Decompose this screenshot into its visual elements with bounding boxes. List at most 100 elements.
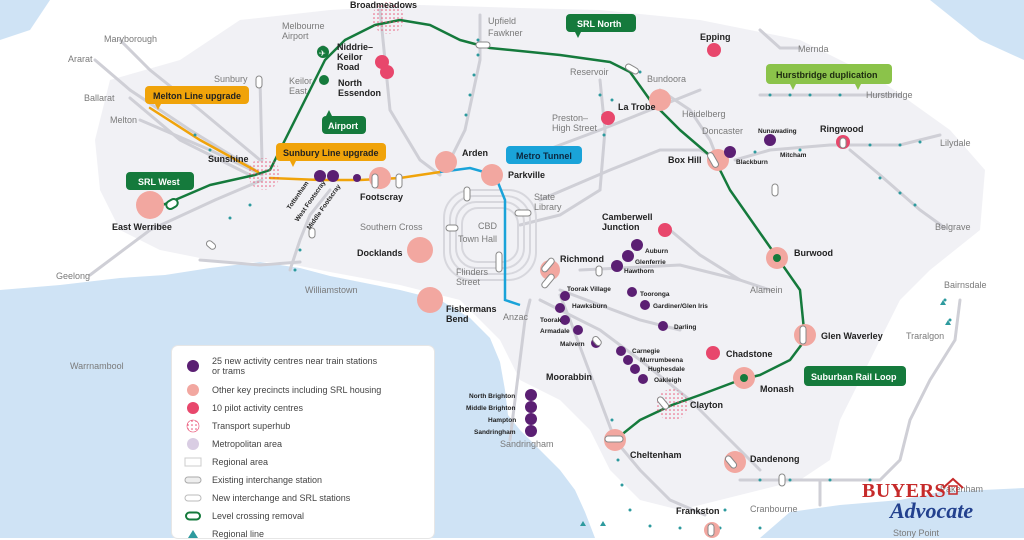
label-preston: Preston–	[552, 113, 588, 123]
label-fishermans-bend: Fishermans	[446, 304, 497, 314]
activity-centre-dot-icon	[187, 360, 199, 372]
tag-srl-west: SRL West	[126, 172, 194, 190]
coast-right	[930, 0, 1024, 60]
label-docklands: Docklands	[357, 248, 403, 258]
srl-station-north-essendon	[319, 75, 329, 85]
label-williamstown: Williamstown	[305, 285, 358, 295]
label-la-trobe: La Trobe	[618, 102, 656, 112]
label-toorak-village: Toorak Village	[567, 286, 611, 293]
svg-text:Airport: Airport	[282, 31, 309, 41]
tag-sunbury-upgrade: Sunbury Line upgrade	[276, 143, 386, 167]
label-hawksburn: Hawksburn	[572, 303, 607, 310]
label-keilor-east: Keilor	[289, 76, 312, 86]
legend-item-activity-centres: 25 new activity centres near train stati…	[184, 356, 377, 376]
coastline-left	[0, 0, 50, 40]
interchange-bars	[205, 41, 847, 537]
superhub-clayton	[656, 389, 688, 421]
tag-hurstbridge: Hurstbridge duplication	[766, 64, 892, 90]
label-clayton: Clayton	[690, 400, 723, 410]
legend-item-level-crossing: Level crossing removal	[184, 510, 304, 522]
legend-item-new-interchange: New interchange and SRL stations	[184, 492, 350, 504]
label-murrumbeena: Murrumbeena	[640, 357, 683, 364]
label-sandringham-ac: Sandringham	[474, 429, 516, 436]
legend-label: Transport superhub	[212, 421, 291, 431]
label-melbourne-airport: Melbourne	[282, 21, 325, 31]
interchange-bar-icon	[184, 476, 202, 484]
svg-text:Essendon: Essendon	[338, 88, 381, 98]
label-warrnambool: Warrnambool	[70, 361, 124, 371]
legend-label: 25 new activity centres near train stati…	[212, 356, 378, 376]
srl-station-burwood	[773, 254, 781, 262]
label-maryborough: Maryborough	[104, 34, 157, 44]
label-geelong: Geelong	[56, 271, 90, 281]
label-chadstone: Chadstone	[726, 349, 773, 359]
label-east-werribee: East Werribee	[112, 222, 172, 232]
legend-item-key-precincts: Other key precincts including SRL housin…	[184, 384, 381, 396]
label-nunawading: Nunawading	[758, 128, 797, 135]
legend-label: Level crossing removal	[212, 511, 305, 521]
label-bairnsdale: Bairnsdale	[944, 280, 987, 290]
tag-metro-tunnel: Metro Tunnel	[506, 146, 582, 164]
label-broadmeadows: Broadmeadows	[350, 0, 417, 10]
label-state-library: State	[534, 192, 555, 202]
label-cbd: CBD	[478, 221, 498, 231]
label-lilydale: Lilydale	[940, 138, 971, 148]
label-footscray: Footscray	[360, 192, 403, 202]
suburban-rail-loop	[149, 18, 807, 441]
label-niddrie: Niddrie–	[337, 42, 373, 52]
label-hughesdale: Hughesdale	[648, 366, 685, 373]
superhub-sunshine	[248, 158, 280, 190]
label-malvern: Malvern	[560, 341, 585, 348]
plane-glyph: ✈	[319, 49, 326, 58]
tag-airport: Airport	[322, 110, 366, 134]
svg-text:East: East	[289, 86, 308, 96]
label-southern-cross: Southern Cross	[360, 222, 423, 232]
label-hurstbridge: Hurstbridge	[866, 90, 913, 100]
pilot-centre-dot-icon	[187, 402, 199, 414]
regional-area-box-icon	[184, 457, 202, 467]
house-icon	[942, 477, 964, 495]
legend-item-existing-interchange: Existing interchange station	[184, 474, 322, 486]
legend-label: 10 pilot activity centres	[212, 403, 304, 413]
svg-text:Melton Line upgrade: Melton Line upgrade	[153, 91, 241, 101]
map-legend: 25 new activity centres near train stati…	[172, 346, 434, 539]
label-armadale: Armadale	[540, 328, 570, 335]
label-reservoir: Reservoir	[570, 67, 609, 77]
svg-text:Keilor: Keilor	[337, 52, 363, 62]
western-port	[760, 488, 1024, 538]
cbd-loop	[443, 189, 537, 281]
label-mernda: Mernda	[798, 44, 829, 54]
tag-srl-north: SRL North	[566, 14, 636, 38]
label-alamein: Alamein	[750, 285, 783, 295]
legend-label: Regional area	[212, 457, 269, 467]
svg-text:Suburban Rail Loop: Suburban Rail Loop	[811, 372, 897, 382]
label-pakenham: Pakenham	[940, 484, 983, 494]
metro-tunnel-line	[439, 166, 521, 307]
label-upfield: Upfield	[488, 16, 516, 26]
legend-label: Regional line	[212, 529, 265, 539]
label-auburn: Auburn	[645, 248, 668, 255]
label-heidelberg: Heidelberg	[682, 109, 726, 119]
label-stony-point: Stony Point	[893, 528, 940, 538]
svg-text:Metro Tunnel: Metro Tunnel	[516, 151, 572, 161]
crossing-oval-icon	[185, 511, 201, 521]
label-town-hall: Town Hall	[458, 234, 497, 244]
label-monash: Monash	[760, 384, 794, 394]
svg-text:High Street: High Street	[552, 123, 598, 133]
legend-label: New interchange and SRL stations	[212, 493, 351, 503]
srl-station-monash	[740, 374, 748, 382]
pilot-centres	[375, 43, 850, 360]
svg-text:Bend: Bend	[446, 314, 469, 324]
label-dandenong: Dandenong	[750, 454, 800, 464]
label-carnegie: Carnegie	[632, 348, 660, 355]
label-blackburn: Blackburn	[736, 159, 768, 166]
activity-centres	[314, 134, 776, 437]
label-melton: Melton	[110, 115, 137, 125]
svg-text:SRL West: SRL West	[138, 177, 180, 187]
label-flinders-street: Flinders	[456, 267, 489, 277]
label-glenferrie: Glenferrie	[635, 259, 666, 266]
label-parkville: Parkville	[508, 170, 545, 180]
legend-item-superhub: Transport superhub	[184, 419, 291, 433]
legend-label: Existing interchange station	[212, 475, 323, 485]
